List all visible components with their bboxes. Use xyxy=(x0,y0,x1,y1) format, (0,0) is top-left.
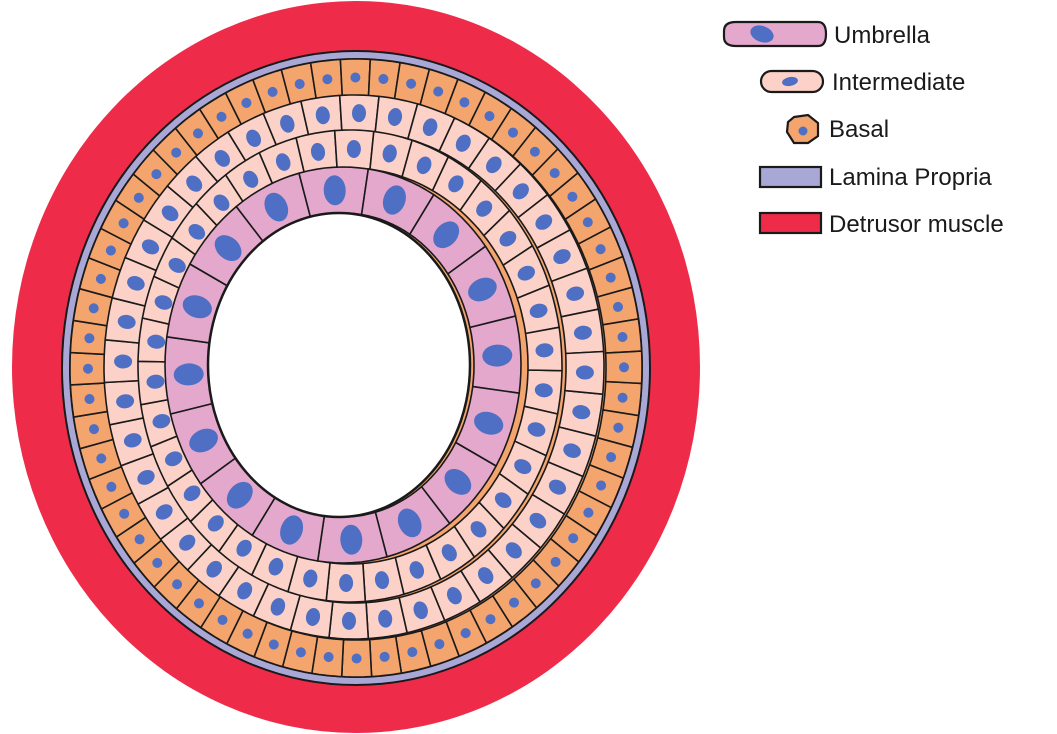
intermediate-cell-icon xyxy=(761,71,823,92)
cell-nucleus xyxy=(83,364,93,374)
legend-label-intermediate: Intermediate xyxy=(832,69,965,96)
basal-cell-icon xyxy=(787,115,818,143)
legend: Umbrella Intermediate Basal Lamina Propr… xyxy=(724,22,1004,238)
cell-nucleus xyxy=(352,653,362,663)
detrusor-muscle-swatch xyxy=(760,213,821,233)
umbrella-cell-icon xyxy=(724,22,826,46)
legend-label-lamina-propria: Lamina Propria xyxy=(829,164,992,191)
cell-nucleus xyxy=(619,362,629,372)
lamina-propria-swatch xyxy=(760,167,821,187)
legend-label-basal: Basal xyxy=(829,116,889,143)
legend-label-detrusor-muscle: Detrusor muscle xyxy=(829,211,1004,238)
cell-nucleus xyxy=(350,72,360,82)
legend-label-umbrella: Umbrella xyxy=(834,22,931,49)
bladder-lumen xyxy=(208,213,470,517)
